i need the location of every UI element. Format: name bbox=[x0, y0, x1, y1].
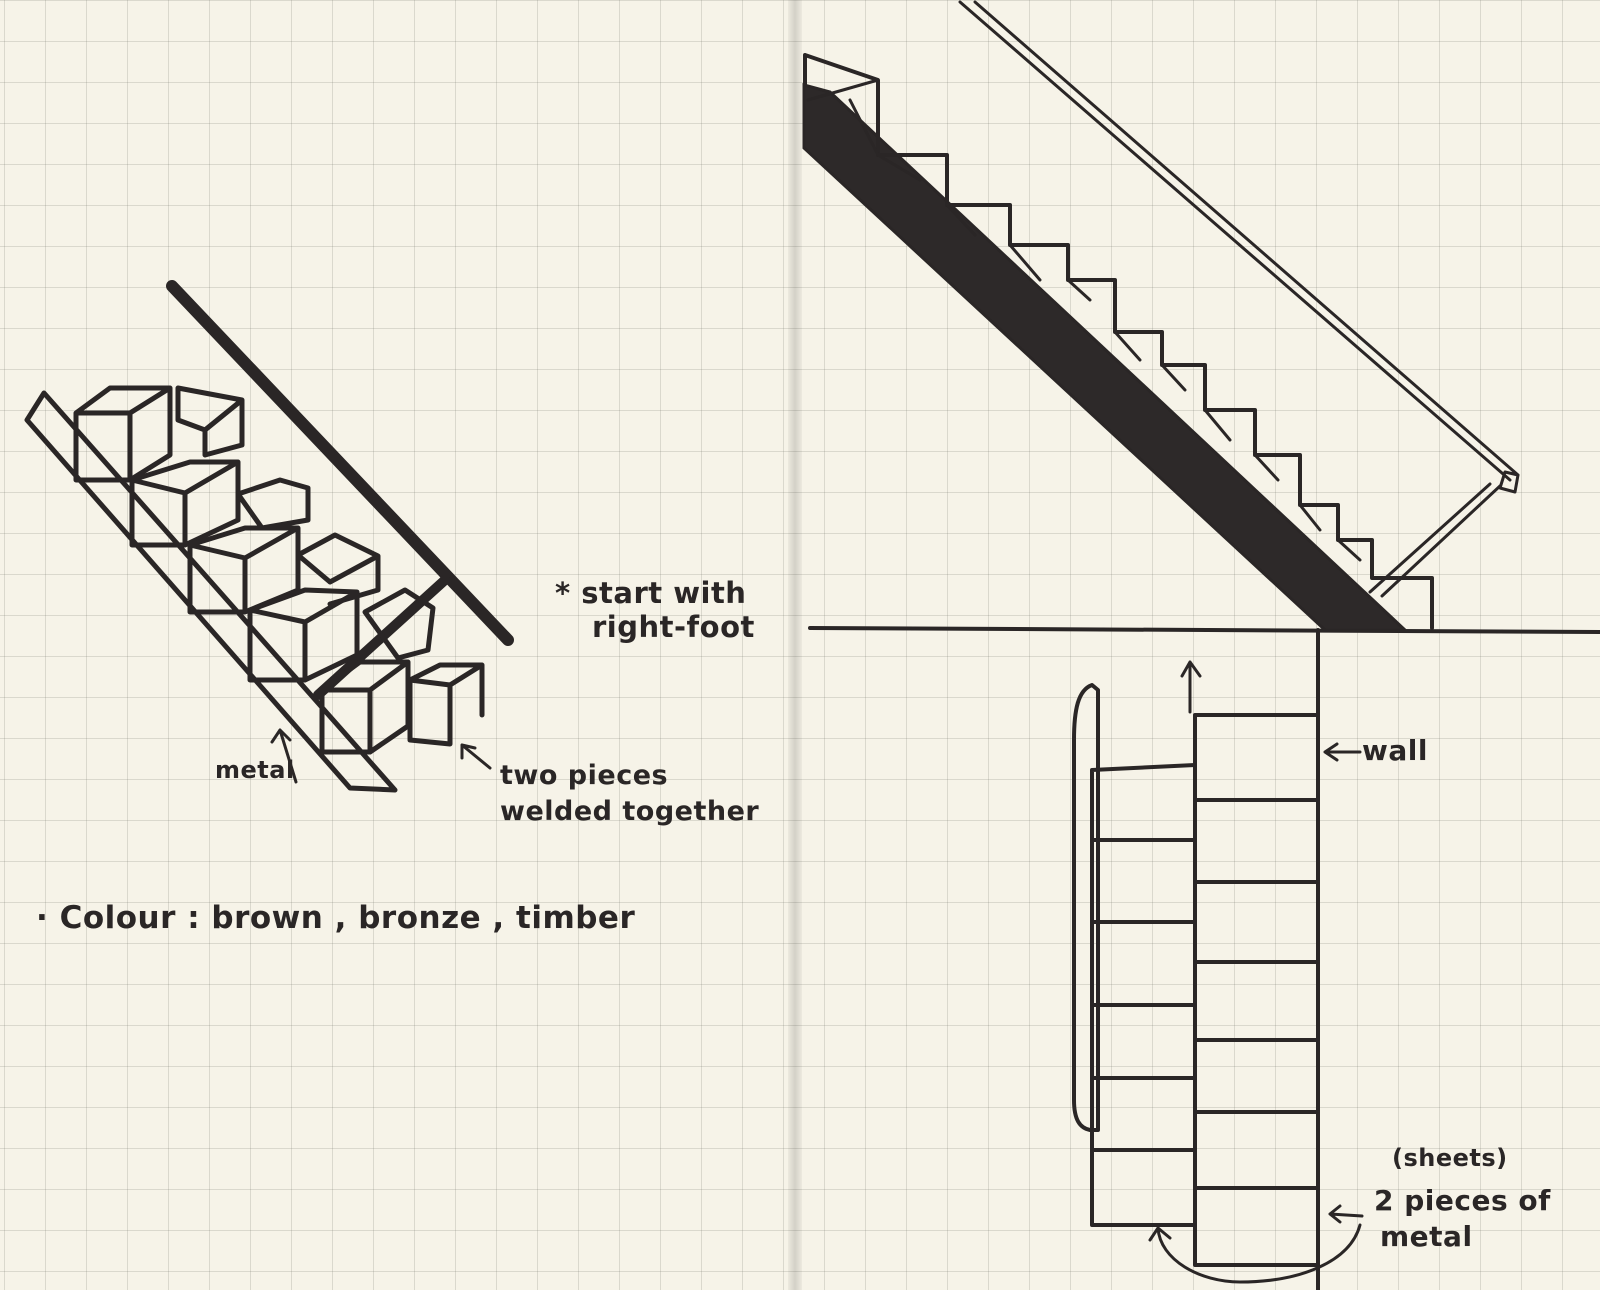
metal-arrow bbox=[270, 728, 298, 784]
plan-left-treads bbox=[1090, 763, 1197, 1227]
note-welded-together: welded together bbox=[500, 796, 760, 827]
notebook-spine bbox=[788, 0, 802, 1290]
plan-view bbox=[1072, 628, 1364, 1290]
metal-stringer bbox=[24, 390, 398, 793]
step-2 bbox=[175, 385, 245, 458]
note-metal: metal bbox=[215, 756, 295, 784]
side-handrail bbox=[958, 0, 1520, 494]
isometric-staircase bbox=[24, 280, 514, 793]
handrail bbox=[166, 280, 514, 646]
step-1 bbox=[73, 385, 173, 483]
note-start-with: * start with bbox=[555, 576, 747, 610]
step-4 bbox=[235, 477, 311, 531]
floor-line bbox=[808, 626, 1600, 634]
plan-handrail bbox=[1072, 683, 1100, 1132]
step-3 bbox=[129, 459, 241, 548]
note-sheets: (sheets) bbox=[1392, 1144, 1508, 1172]
step-8 bbox=[362, 587, 436, 661]
up-arrow-icon bbox=[1180, 660, 1202, 714]
welded-arrow bbox=[460, 743, 492, 770]
note-metal-plan: metal bbox=[1380, 1220, 1473, 1253]
curved-arrow-icon bbox=[1148, 1223, 1362, 1284]
note-two-pieces: two pieces bbox=[500, 760, 669, 791]
sheets-arrow-icon bbox=[1328, 1204, 1364, 1224]
note-wall: wall bbox=[1362, 734, 1428, 767]
side-elevation bbox=[802, 0, 1600, 634]
note-two-pieces-of: 2 pieces of bbox=[1374, 1184, 1551, 1217]
step-7 bbox=[247, 587, 360, 683]
step-6 bbox=[295, 532, 381, 607]
step-zigzag bbox=[806, 78, 1362, 562]
note-colour: · Colour : brown , bronze , timber bbox=[36, 900, 636, 936]
note-right-foot: right-foot bbox=[592, 610, 755, 644]
wall-arrow-icon bbox=[1323, 742, 1362, 762]
thick-stringer bbox=[802, 83, 1409, 632]
step-10 bbox=[407, 662, 485, 747]
plan-right-treads bbox=[1193, 713, 1320, 1267]
